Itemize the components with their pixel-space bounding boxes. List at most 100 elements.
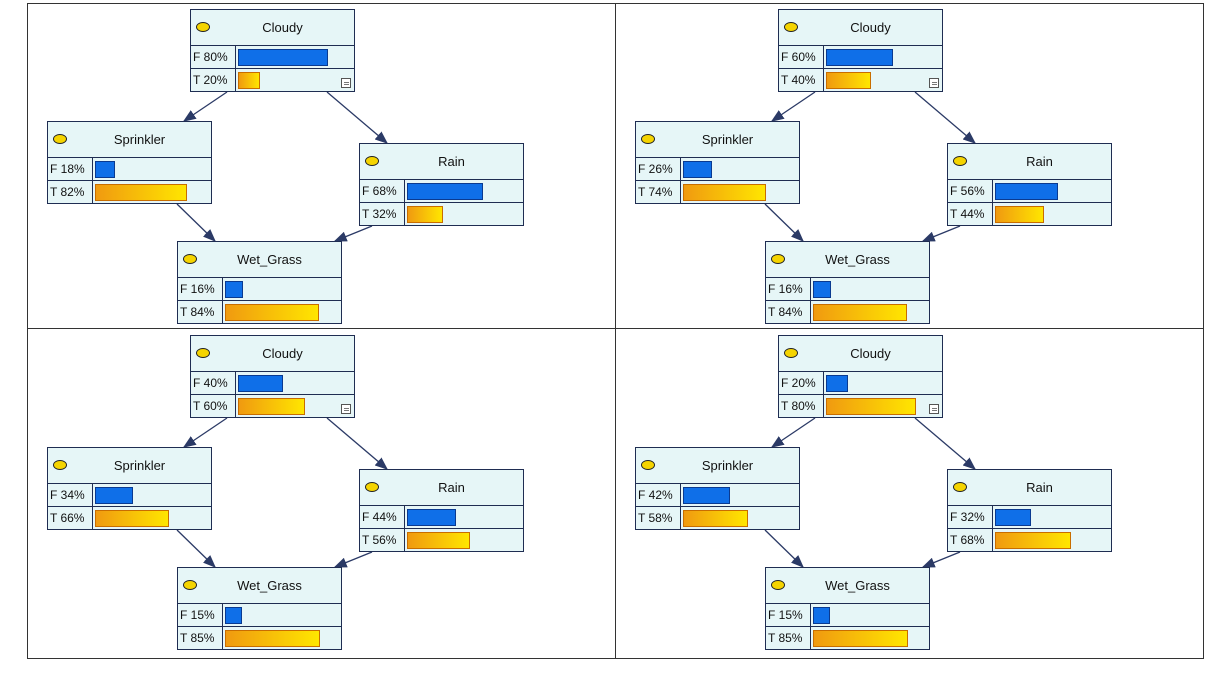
state-oval-icon xyxy=(183,580,197,590)
node-title: Wet_Grass xyxy=(825,252,890,267)
state-label-false: F 16% xyxy=(766,278,811,300)
node-wetgrass[interactable]: Wet_Grass F 15%T 85% xyxy=(765,567,930,650)
probability-bar-track xyxy=(995,509,1107,526)
probability-bar-track xyxy=(995,206,1107,223)
state-row-false: F 16% xyxy=(178,278,341,301)
probability-bar-track xyxy=(826,375,938,392)
state-row-false: F 26% xyxy=(636,158,799,181)
node-header: Rain xyxy=(948,144,1111,180)
probability-bar-track xyxy=(238,49,350,66)
edges-layer xyxy=(764,91,976,242)
state-row-false: F 60% xyxy=(779,46,942,69)
note-icon[interactable] xyxy=(341,404,351,414)
probability-bar-false xyxy=(683,487,730,504)
state-label-true: T 60% xyxy=(191,395,236,418)
state-label-true: T 58% xyxy=(636,507,681,530)
state-oval-icon xyxy=(365,482,379,492)
probability-bar-track xyxy=(238,375,350,392)
probability-bar-true xyxy=(826,72,871,89)
node-title: Wet_Grass xyxy=(825,578,890,593)
node-title: Cloudy xyxy=(262,20,303,35)
state-label-true: T 68% xyxy=(948,529,993,552)
node-title: Rain xyxy=(438,480,465,495)
state-label-true: T 44% xyxy=(948,203,993,226)
state-label-true: T 85% xyxy=(766,627,811,650)
probability-bar-track xyxy=(813,281,925,298)
state-row-true: T 20% xyxy=(191,69,354,92)
grid-divider-vertical xyxy=(615,3,616,659)
state-label-true: T 84% xyxy=(178,301,223,324)
probability-bar-false xyxy=(995,509,1031,526)
probability-bar-track xyxy=(95,184,207,201)
node-title: Wet_Grass xyxy=(237,578,302,593)
probability-bar-track xyxy=(995,532,1107,549)
probability-bar-track xyxy=(813,630,925,647)
probability-bar-true xyxy=(813,304,907,321)
state-oval-icon xyxy=(53,460,67,470)
probability-bar-track xyxy=(95,510,207,527)
state-row-true: T 85% xyxy=(178,627,341,650)
state-row-false: F 44% xyxy=(360,506,523,529)
state-row-false: F 32% xyxy=(948,506,1111,529)
probability-bar-track xyxy=(407,509,519,526)
edge-cloudy-to-sprinkler xyxy=(182,417,228,448)
note-icon[interactable] xyxy=(929,404,939,414)
state-row-false: F 68% xyxy=(360,180,523,203)
edge-cloudy-to-sprinkler xyxy=(770,417,816,448)
node-title: Cloudy xyxy=(262,346,303,361)
node-title: Cloudy xyxy=(850,346,891,361)
edge-cloudy-to-rain xyxy=(326,417,388,470)
edge-sprinkler-to-wetgrass xyxy=(176,529,216,568)
probability-bar-track xyxy=(225,304,337,321)
node-title: Rain xyxy=(1026,154,1053,169)
note-icon[interactable] xyxy=(341,78,351,88)
state-label-false: F 15% xyxy=(766,604,811,626)
probability-bar-track xyxy=(826,72,938,89)
state-oval-icon xyxy=(365,156,379,166)
state-oval-icon xyxy=(784,22,798,32)
node-header: Sprinkler xyxy=(48,448,211,484)
probability-bar-track xyxy=(683,487,795,504)
probability-bar-track xyxy=(225,281,337,298)
probability-bar-track xyxy=(407,206,519,223)
edge-rain-to-wetgrass xyxy=(921,225,961,242)
edge-sprinkler-to-wetgrass xyxy=(764,203,804,242)
probability-bar-track xyxy=(826,49,938,66)
state-label-false: F 60% xyxy=(779,46,824,68)
probability-bar-track xyxy=(95,487,207,504)
state-oval-icon xyxy=(196,22,210,32)
node-header: Cloudy xyxy=(191,336,354,372)
node-header: Sprinkler xyxy=(636,122,799,158)
probability-bar-true xyxy=(826,398,916,415)
probability-bar-false xyxy=(683,161,712,178)
probability-bar-true xyxy=(407,532,470,549)
state-row-true: T 58% xyxy=(636,507,799,530)
state-row-true: T 74% xyxy=(636,181,799,204)
probability-bar-true xyxy=(683,510,748,527)
probability-bar-false xyxy=(995,183,1058,200)
edge-rain-to-wetgrass xyxy=(333,551,373,568)
probability-bar-true xyxy=(407,206,443,223)
state-label-false: F 68% xyxy=(360,180,405,202)
state-label-false: F 18% xyxy=(48,158,93,180)
node-header: Rain xyxy=(948,470,1111,506)
probability-bar-track xyxy=(407,532,519,549)
state-row-true: T 44% xyxy=(948,203,1111,226)
note-icon[interactable] xyxy=(929,78,939,88)
